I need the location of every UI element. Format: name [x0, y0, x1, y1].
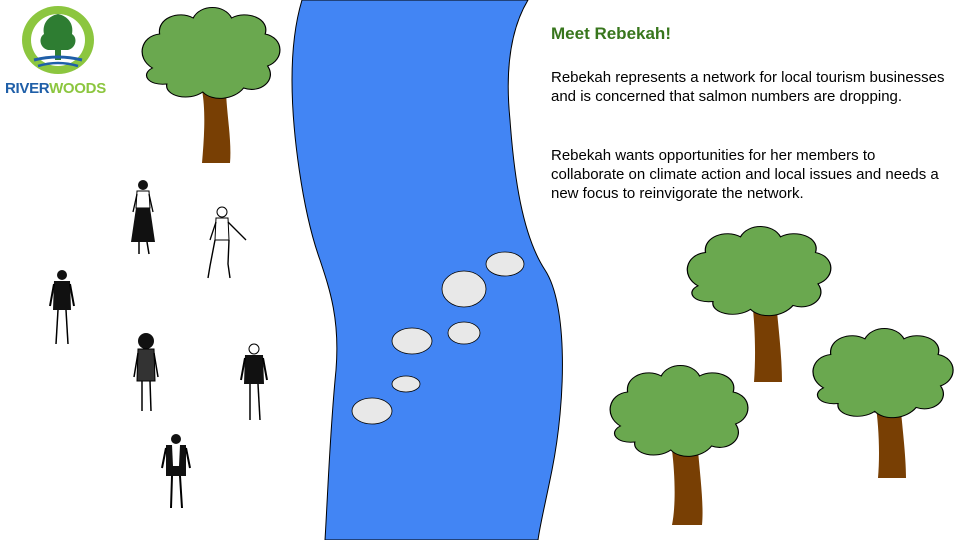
page-title: Meet Rebekah!: [551, 24, 671, 43]
logo-word-woods: WOODS: [49, 80, 106, 97]
stepping-stone-icon: [391, 375, 421, 393]
logo-wordmark: RIVERWOODS: [5, 80, 106, 97]
logo-word-river: RIVER: [5, 80, 50, 97]
description-paragraph-1: Rebekah represents a network for local t…: [551, 69, 945, 105]
stepping-stone-icon: [441, 270, 487, 308]
riverwoods-logo: [22, 6, 94, 74]
person-figure-icon: [131, 180, 155, 255]
description-paragraph-2: Rebekah wants opportunities for her memb…: [551, 147, 939, 202]
person-figure-icon: [49, 270, 75, 345]
stepping-stone-icon: [447, 321, 481, 345]
stepping-stone-icon: [391, 327, 433, 355]
person-figure-icon: [240, 343, 268, 421]
person-figure-icon: [133, 333, 159, 412]
tree-icon: [686, 225, 832, 382]
tree-icon: [609, 364, 749, 525]
tree-logo-icon: [22, 6, 94, 74]
stepping-stones: [351, 251, 525, 425]
tree-icon: [812, 327, 954, 478]
stepping-stone-icon: [351, 397, 393, 425]
person-figure-icon: [207, 206, 247, 279]
stepping-stone-icon: [485, 251, 525, 277]
person-figure-icon: [161, 434, 191, 509]
tree-icon: [141, 6, 281, 163]
